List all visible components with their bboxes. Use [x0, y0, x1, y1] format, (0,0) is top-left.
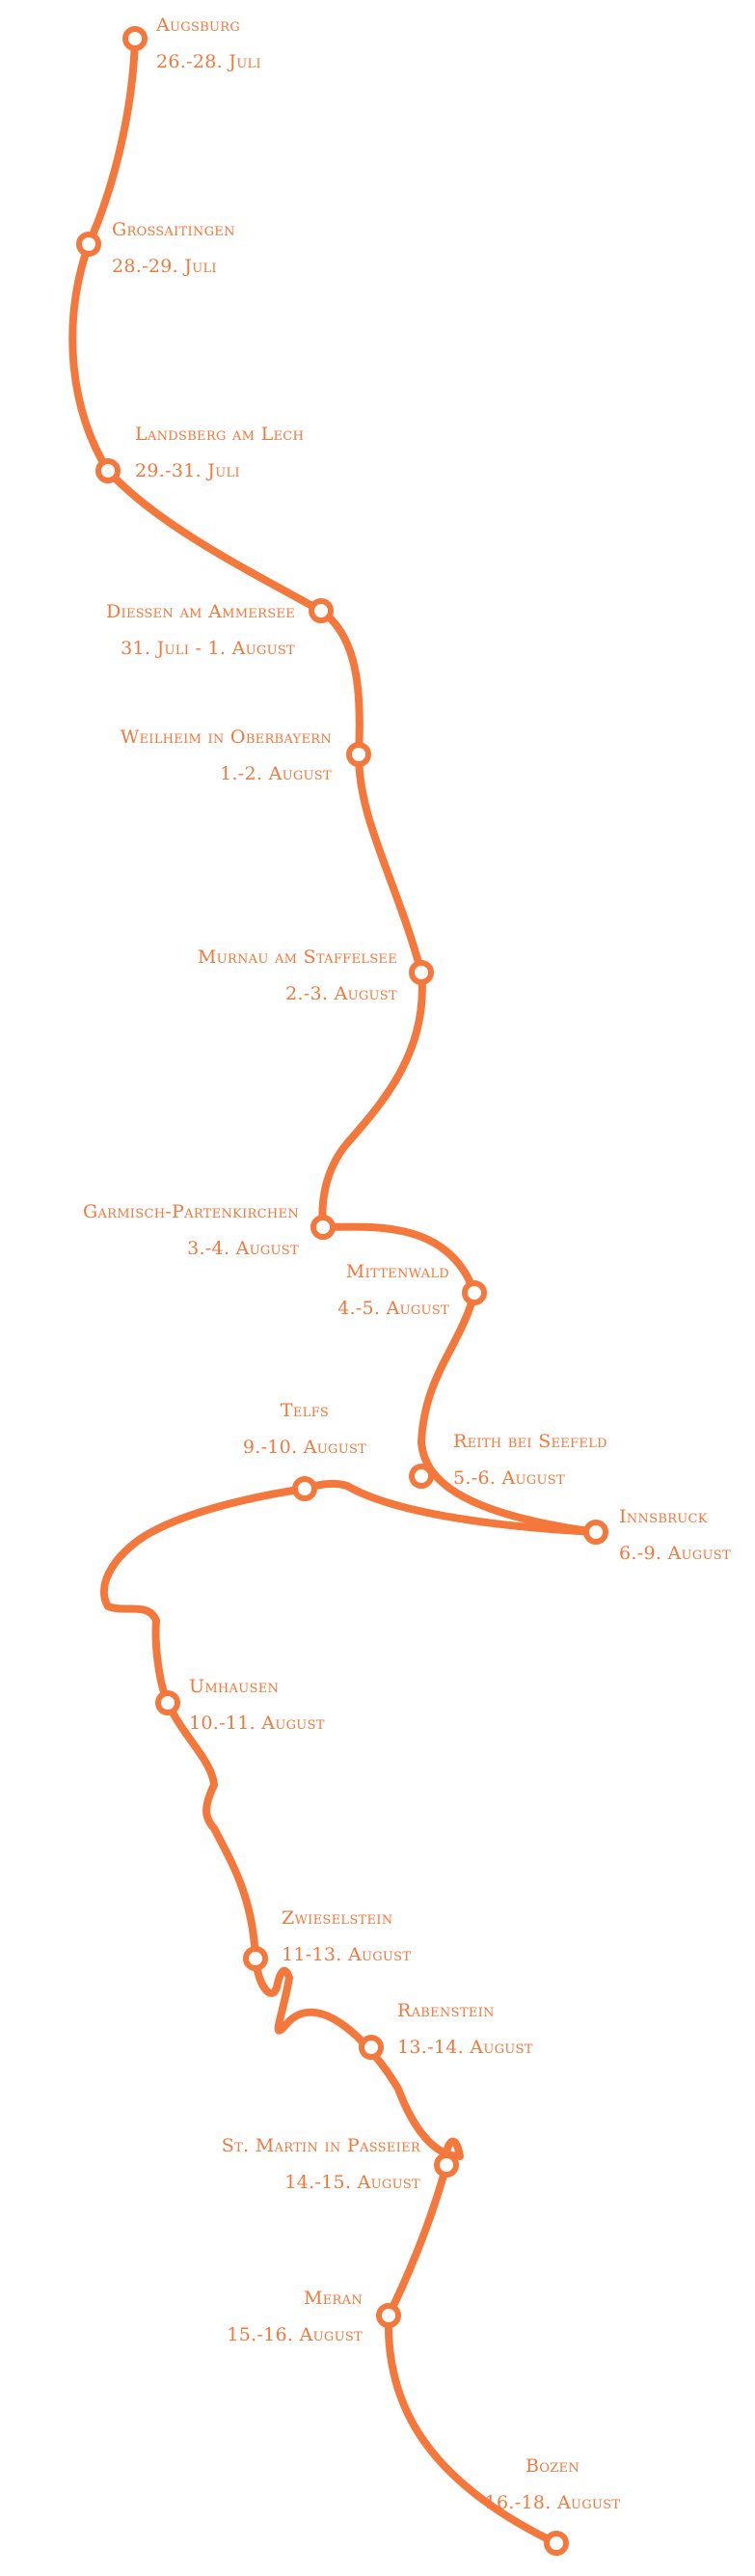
stop-marker-garmisch — [310, 1215, 336, 1240]
stop-marker-augsburg — [122, 26, 148, 51]
stop-marker-zwieselstein — [243, 1946, 268, 1971]
stop-name-reith: Reith bei Seefeld — [453, 1431, 607, 1452]
stop-name-meran: Meran — [304, 2288, 363, 2309]
stop-marker-telfs — [292, 1476, 317, 1501]
stop-dates-umhausen: 10.-11. August — [189, 1713, 325, 1734]
stop-name-innsbruck: Innsbruck — [619, 1506, 708, 1527]
stop-name-zwieselstein: Zwieselstein — [282, 1907, 392, 1929]
stop-labels: Augsburg 26.-28. Juli Großaitingen 28.-2… — [83, 14, 731, 2513]
stop-name-garmisch: Garmisch-Partenkirchen — [83, 1201, 299, 1222]
stop-name-rabenstein: Rabenstein — [397, 2000, 495, 2021]
stop-dates-garmisch: 3.-4. August — [187, 1238, 299, 1259]
stop-dates-telfs: 9.-10. August — [243, 1437, 366, 1458]
stop-dates-mittenwald: 4.-5. August — [337, 1298, 449, 1319]
stop-name-telfs: Telfs — [281, 1400, 329, 1421]
stop-dates-diessen: 31. Juli - 1. August — [121, 638, 295, 659]
stop-dates-murnau: 2.-3. August — [285, 983, 397, 1004]
stop-dates-bozen: 16.-18. August — [485, 2492, 621, 2513]
stop-dates-augsburg: 26.-28. Juli — [156, 51, 261, 72]
stop-dates-reith: 5.-6. August — [453, 1467, 565, 1489]
stop-name-grossaitingen: Großaitingen — [112, 219, 235, 240]
stop-marker-landsberg — [95, 458, 121, 483]
stop-marker-grossaitingen — [76, 232, 101, 257]
stop-markers — [76, 26, 608, 2556]
stop-name-landsberg: Landsberg am Lech — [135, 424, 304, 445]
stop-marker-stmartin — [434, 2152, 459, 2178]
stop-dates-landsberg: 29.-31. Juli — [135, 460, 240, 481]
stop-marker-weilheim — [346, 742, 371, 767]
stop-dates-zwieselstein: 11-13. August — [282, 1944, 411, 1965]
stop-marker-reith — [409, 1464, 434, 1489]
stop-name-stmartin: St. Martin in Passeier — [222, 2135, 421, 2156]
stop-name-bozen: Bozen — [526, 2455, 580, 2477]
stop-marker-rabenstein — [359, 2035, 384, 2060]
stop-name-mittenwald: Mittenwald — [346, 1261, 449, 1282]
stop-dates-stmartin: 14.-15. August — [284, 2172, 420, 2193]
stop-marker-bozen — [544, 2531, 569, 2556]
stop-marker-murnau — [409, 960, 434, 985]
stop-name-augsburg: Augsburg — [155, 14, 240, 36]
stop-name-murnau: Murnau am Staffelsee — [198, 946, 397, 968]
stop-name-weilheim: Weilheim in Oberbayern — [121, 726, 332, 748]
stop-marker-innsbruck — [583, 1520, 608, 1545]
stop-dates-rabenstein: 13.-14. August — [397, 2037, 533, 2058]
stop-marker-mittenwald — [462, 1280, 487, 1305]
stop-marker-umhausen — [155, 1690, 180, 1715]
stop-name-umhausen: Umhausen — [189, 1676, 279, 1697]
stop-name-diessen: Dießen am Ammersee — [106, 601, 295, 622]
stop-dates-meran: 15.-16. August — [227, 2324, 363, 2345]
stop-dates-innsbruck: 6.-9. August — [619, 1543, 731, 1564]
stop-dates-grossaitingen: 28.-29. Juli — [112, 256, 217, 277]
stop-marker-diessen — [309, 598, 334, 623]
stop-dates-weilheim: 1.-2. August — [220, 763, 332, 784]
stop-marker-meran — [376, 2303, 401, 2328]
route-line — [68, 35, 600, 2547]
